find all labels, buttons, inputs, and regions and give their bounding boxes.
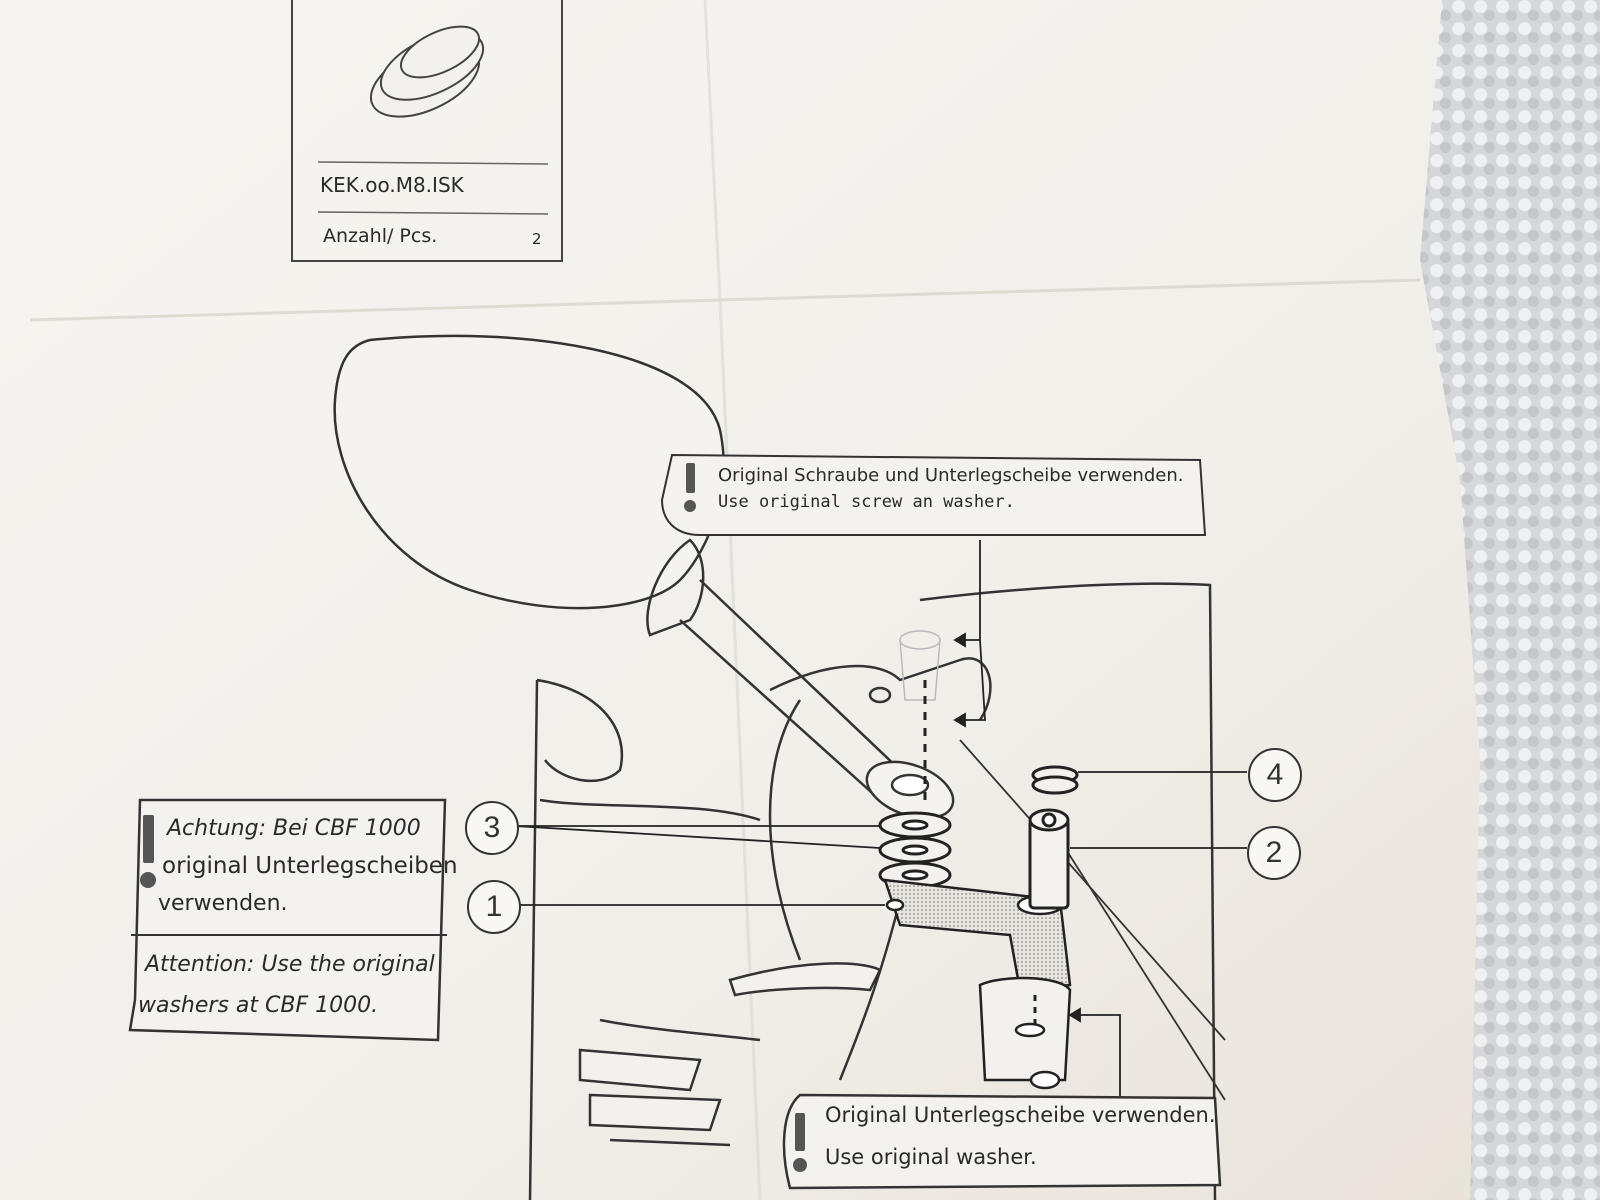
warning-icon [140, 815, 156, 888]
left-note-en-line1: Attention: Use the original [145, 952, 435, 977]
left-note-box [128, 798, 447, 1042]
screw-ghost [899, 630, 941, 701]
mirror-illustration [333, 334, 955, 820]
left-note-en-line2: washers at CBF 1000. [138, 993, 379, 1018]
callout-1: 1 [467, 880, 521, 934]
warning-icon [684, 463, 696, 512]
part-box-frame [291, 0, 563, 262]
left-note-de-line1: Achtung: Bei CBF 1000 [167, 816, 421, 841]
top-note-box [660, 453, 1207, 536]
bolt-part [1028, 808, 1070, 910]
callout-3: 3 [465, 801, 519, 855]
quantity-value: 2 [532, 230, 542, 248]
small-washer [1031, 765, 1079, 795]
callout-2: 2 [1247, 826, 1301, 880]
left-note-de-line2: original Unterlegscheiben [162, 853, 458, 879]
bottom-note-box [782, 1093, 1222, 1190]
washer-stack [878, 811, 952, 889]
grommet-icon [369, 25, 485, 118]
left-note-de-line3: verwenden. [158, 891, 288, 916]
handlebar-clamp [978, 976, 1072, 1090]
top-note-de: Original Schraube und Unterlegscheibe ve… [718, 465, 1184, 486]
bottom-note-en: Use original washer. [825, 1145, 1037, 1169]
callout-4: 4 [1248, 748, 1302, 802]
motorcycle-fairing [528, 582, 1217, 1200]
top-note-en: Use original screw an washer. [718, 492, 1015, 512]
quantity-label: Anzahl/ Pcs. [323, 225, 438, 247]
part-code: KEK.oo.M8.ISK [320, 173, 464, 197]
bottom-note-de: Original Unterlegscheibe verwenden. [825, 1103, 1216, 1127]
warning-icon [793, 1113, 807, 1172]
leader-lines [514, 540, 1247, 1100]
